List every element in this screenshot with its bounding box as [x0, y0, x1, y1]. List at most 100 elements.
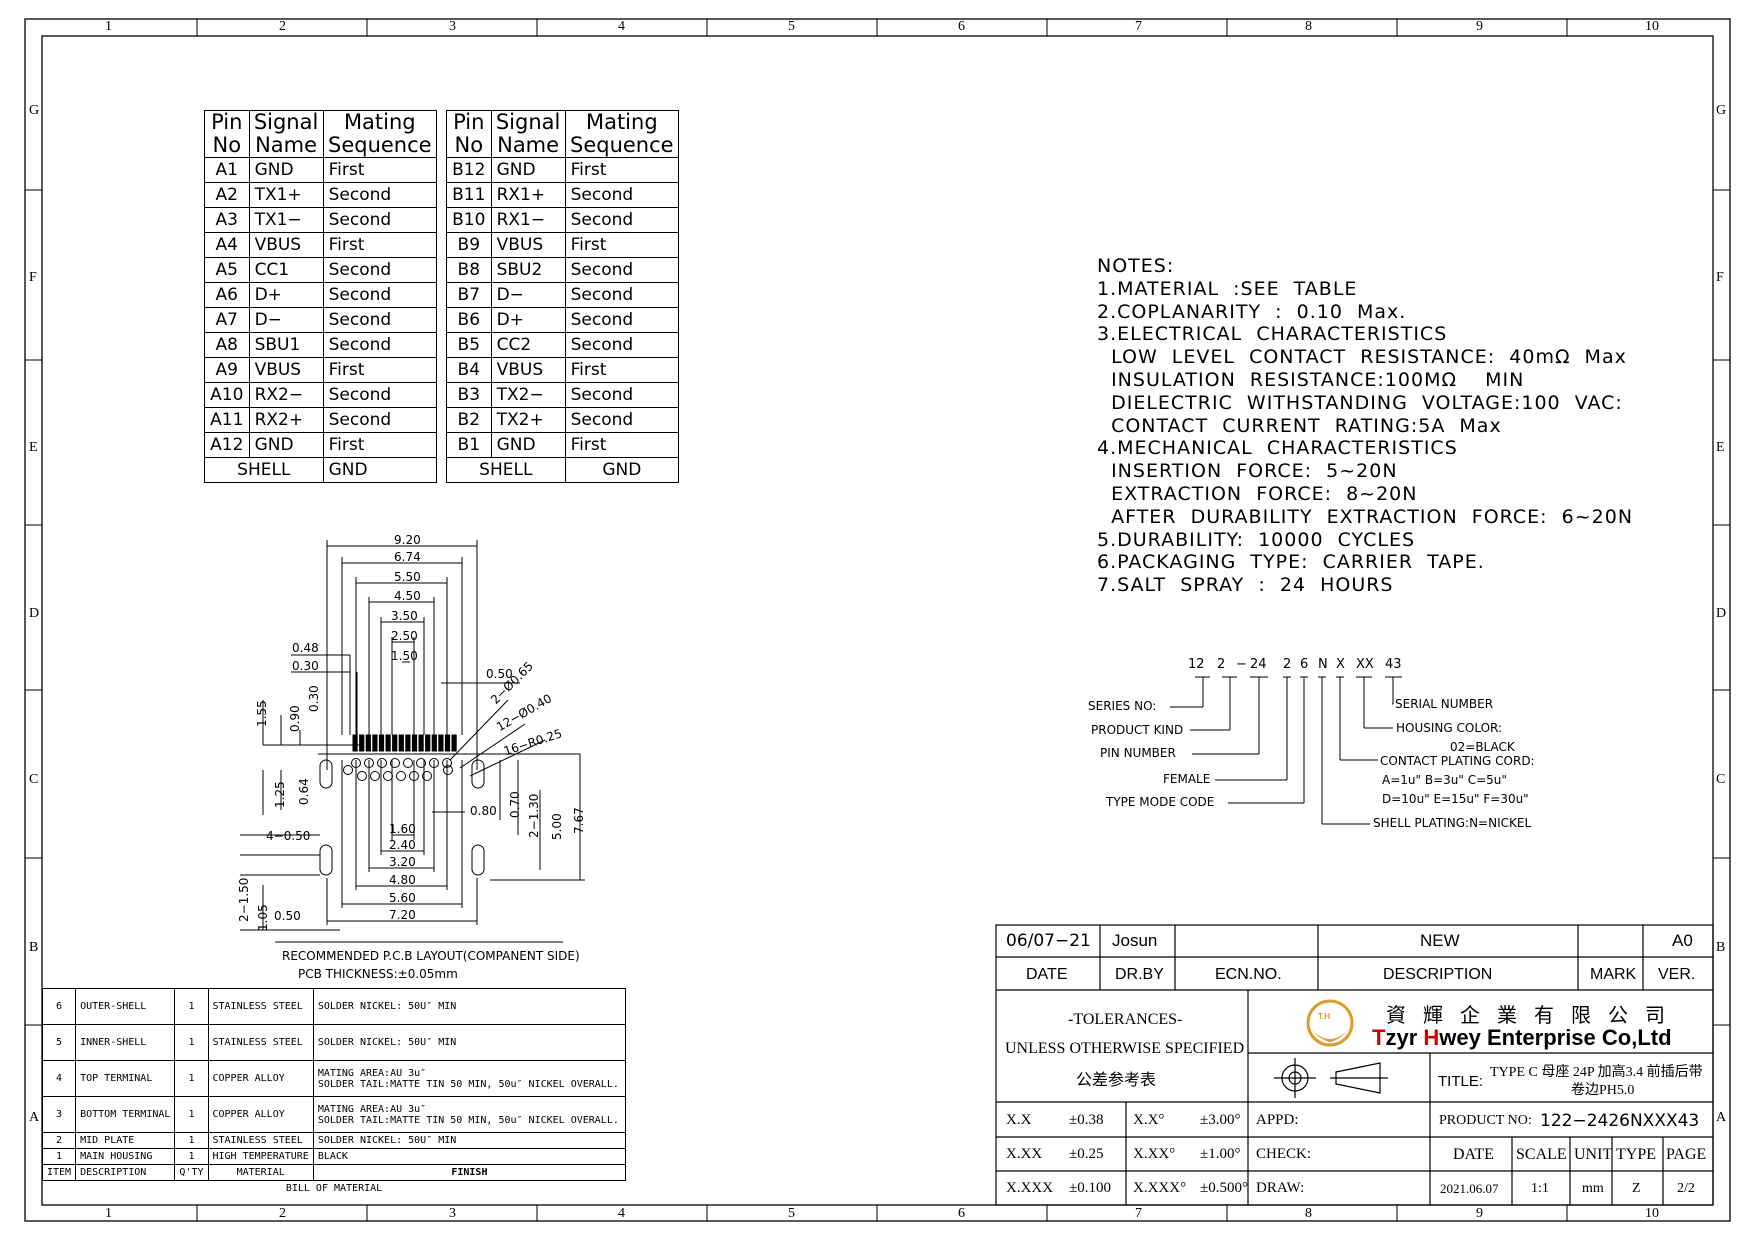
bom-hdr-item: ITEM	[41, 1164, 77, 1181]
lbl-drby: DR.BY	[1115, 966, 1164, 983]
smt-pad	[451, 734, 457, 752]
note-line: 7.SALT SPRAY : 24 HOURS	[1097, 574, 1394, 597]
frame-col-number: 9	[1476, 19, 1483, 34]
pin-no: B7	[446, 282, 492, 308]
signal-name: D+	[248, 282, 324, 308]
mating-sequence: Second	[564, 307, 680, 333]
frame-row-letter: E	[29, 440, 38, 455]
tolerance-cell: X.X	[1006, 1112, 1032, 1128]
tolerance-cell: ±0.38	[1069, 1112, 1104, 1128]
dim-bottom: 5.60	[389, 891, 416, 905]
product-no-label: PRODUCT NO:	[1439, 1113, 1532, 1128]
tht-hole	[422, 771, 432, 781]
appd-label: APPD:	[1256, 1112, 1299, 1128]
mating-sequence: Second	[322, 207, 438, 233]
signal-name: GND	[490, 432, 566, 458]
mating-sequence: First	[322, 432, 438, 458]
pcb-layout	[240, 540, 585, 943]
product-kind-label: PRODUCT KIND	[1091, 723, 1184, 737]
signal-name: TX2+	[490, 407, 566, 433]
pin-no: A5	[204, 257, 250, 283]
tolerance-cell: X.XX	[1006, 1146, 1043, 1162]
tht-hole	[396, 771, 406, 781]
mating-sequence: First	[564, 157, 680, 183]
bom-finish: SOLDER NICKEL: 50U″ MIN	[312, 1132, 627, 1149]
bom-finish: MATING AREA:AU 3u″SOLDER TAIL:MATTE TIN …	[312, 1096, 627, 1133]
frame-row-letter: F	[1716, 270, 1724, 285]
smt-pad	[418, 734, 424, 752]
smt-pad	[411, 734, 418, 752]
part-code-char: −	[1236, 657, 1247, 672]
tolerances-cn: 公差参考表	[1076, 1072, 1157, 1089]
signal-name: GND	[490, 157, 566, 183]
dim-v-155: 1.55	[255, 700, 269, 727]
bom-hdr-finish: FINISH	[312, 1164, 627, 1181]
bom-finish-line: SOLDER NICKEL: 50U″ MIN	[317, 1135, 457, 1146]
dim-bottom: 7.20	[389, 908, 416, 922]
pin-no: A8	[204, 332, 250, 358]
tolerance-cell: ±0.100	[1069, 1180, 1111, 1196]
dim-top: 2.50	[391, 629, 418, 643]
bom-finish: SOLDER NICKEL: 50U″ MIN	[312, 988, 627, 1025]
pin-no: A9	[204, 357, 250, 383]
signal-name: VBUS	[248, 357, 324, 383]
hdr-type: TYPE	[1616, 1146, 1656, 1163]
note-line: AFTER DURABILITY EXTRACTION FORCE: 6~20N	[1097, 505, 1634, 528]
tolerances-sub: UNLESS OTHERWISE SPECIFIED	[1005, 1040, 1245, 1057]
lbl-description: DESCRIPTION	[1383, 966, 1493, 983]
pin-no: B2	[446, 407, 492, 433]
smt-pad	[359, 734, 365, 752]
note-line: 1.MATERIAL :SEE TABLE	[1097, 277, 1358, 300]
mating-sequence: Second	[564, 207, 680, 233]
frame-row-letter: D	[1716, 606, 1727, 621]
pin-no: A1	[204, 157, 250, 183]
check-label: CHECK:	[1256, 1146, 1312, 1162]
smt-pad	[431, 734, 437, 752]
dim-top: 5.50	[394, 570, 421, 584]
dim-bottom: 2.40	[389, 838, 416, 852]
frame-row-letter: B	[29, 940, 39, 955]
val-scale: 1:1	[1531, 1181, 1549, 1196]
note-line: 4.MECHANICAL CHARACTERISTICS	[1097, 437, 1458, 460]
company-name-cn: 資 輝 企 業 有 限 公 司	[1386, 1005, 1671, 1027]
dim-top: 4.50	[394, 589, 421, 603]
bom-qty: 1	[174, 1024, 209, 1061]
smt-pad	[425, 734, 431, 752]
signal-name: TX2−	[490, 382, 566, 408]
frame-row-letter: G	[29, 103, 40, 118]
bom-desc: MID PLATE	[75, 1132, 176, 1149]
housing-color-label: HOUSING COLOR:	[1396, 721, 1503, 735]
mating-sequence: First	[322, 232, 438, 258]
pin-no: B5	[446, 332, 492, 358]
pin-no: B9	[446, 232, 492, 258]
bom-finish-line: SOLDER NICKEL: 50U″ MIN	[317, 1001, 457, 1012]
mating-sequence: Second	[322, 307, 438, 333]
mating-sequence: Second	[322, 257, 438, 283]
signal-name: CC1	[248, 257, 324, 283]
bom-qty: 1	[174, 1096, 209, 1133]
mating-sequence: Second	[564, 182, 680, 208]
bom-hdr-desc: DESCRIPTION	[75, 1164, 176, 1181]
bom-material: STAINLESS STEEL	[207, 1132, 314, 1149]
signal-name: RX1+	[490, 182, 566, 208]
tolerance-cell: ±3.00°	[1200, 1112, 1241, 1128]
signal-name: TX1+	[248, 182, 324, 208]
hdr-page: PAGE	[1666, 1146, 1707, 1163]
bom-item: 5	[41, 1024, 77, 1061]
lbl-ecn: ECN.NO.	[1215, 966, 1282, 983]
note-line: CONTACT CURRENT RATING:5A Max	[1097, 414, 1502, 437]
mating-sequence: Second	[564, 257, 680, 283]
tolerance-cell: X.X°	[1133, 1112, 1165, 1128]
frame-row-letter: C	[1716, 772, 1726, 787]
hdr-scale: SCALE	[1516, 1146, 1567, 1163]
